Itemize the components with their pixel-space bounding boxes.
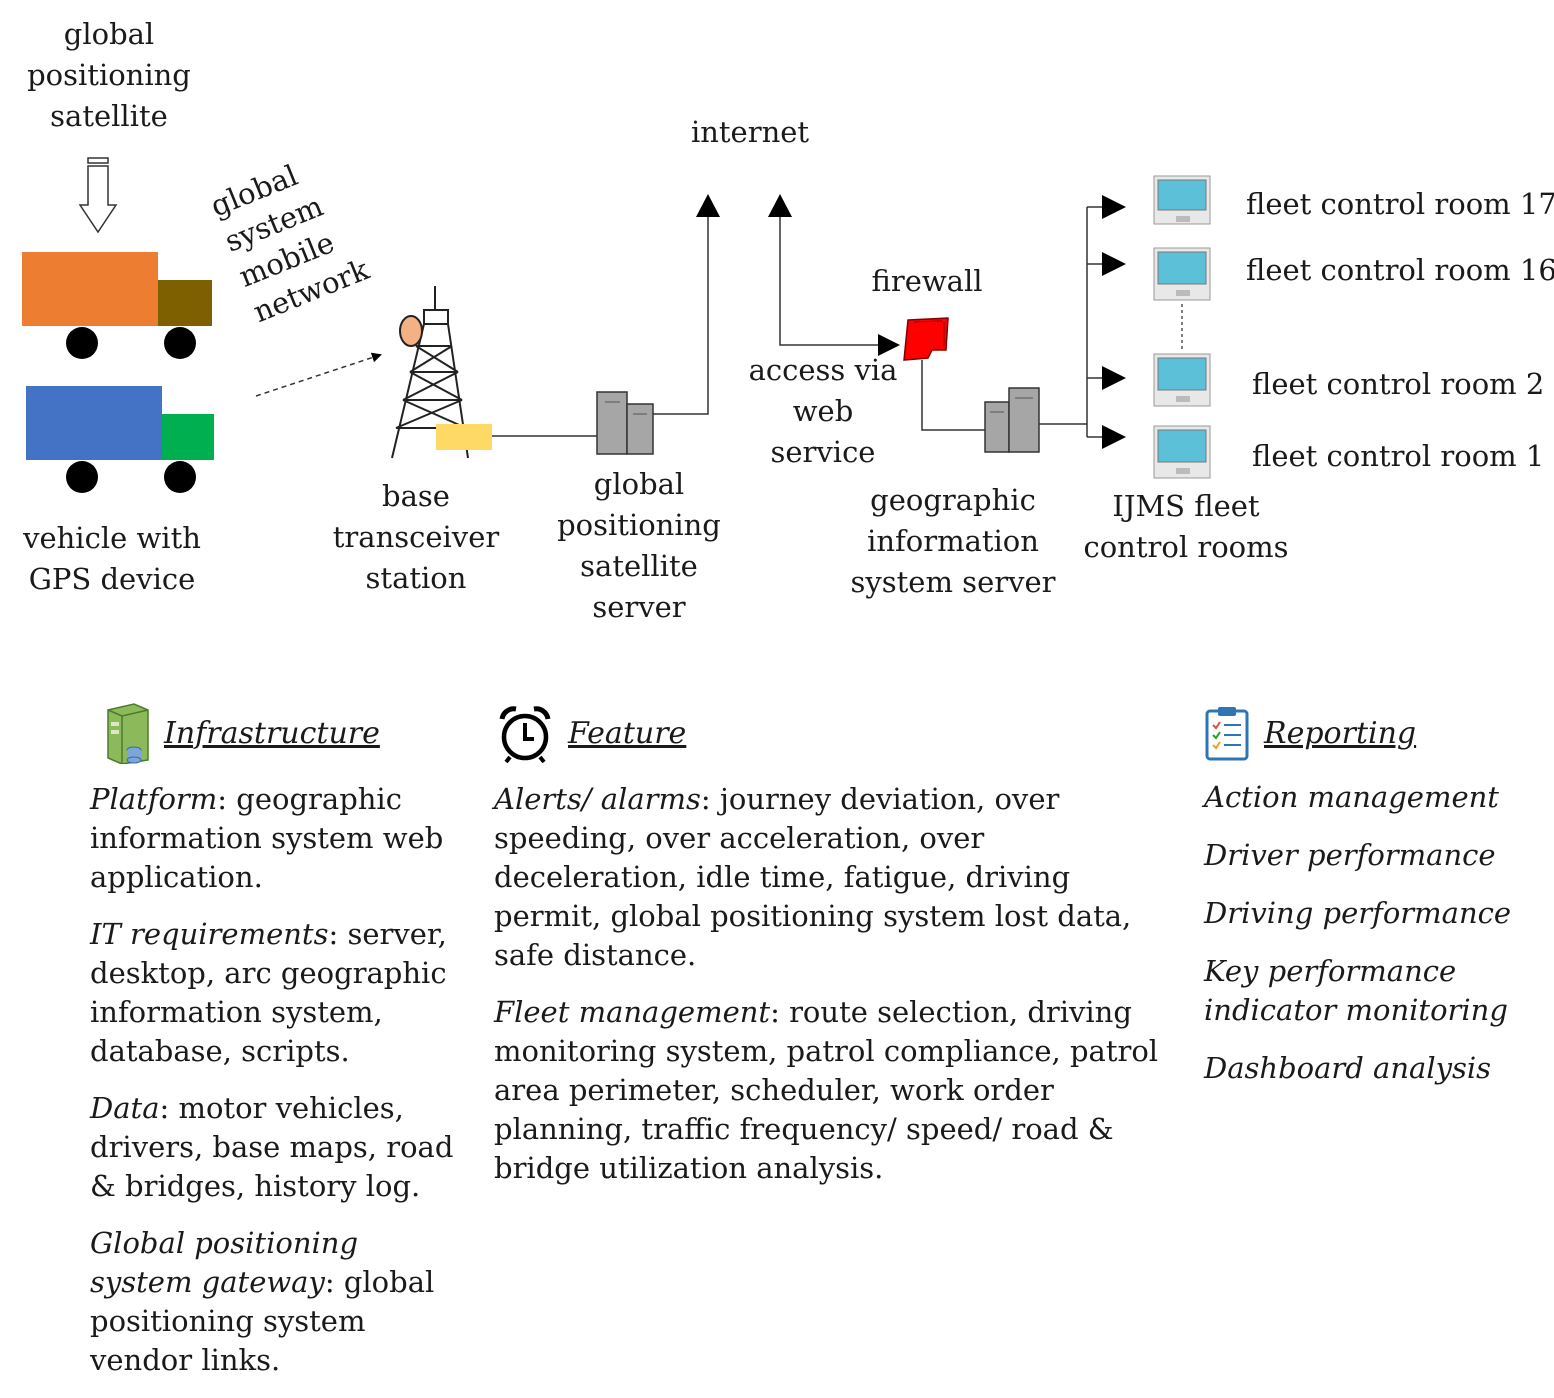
item-term: IT requirements (90, 917, 329, 951)
feature-title: Feature (568, 715, 687, 751)
list-item: Driver performance (1204, 838, 1496, 872)
infrastructure-items: Platform: geographic information system … (90, 780, 462, 1380)
feature-items: Alerts/ alarms: journey deviation, over … (494, 780, 1168, 1188)
infrastructure-column: Infrastructure Platform: geographic info… (90, 700, 462, 1398)
list-item: Data: motor vehicles, drivers, base maps… (90, 1089, 462, 1206)
monitor-icon-16 (1153, 247, 1211, 301)
list-item: Fleet management: route selection, drivi… (494, 993, 1168, 1188)
list-item: Platform: geographic information system … (90, 780, 462, 897)
item-text: : server, desktop, arc geographic inform… (90, 917, 447, 1068)
alarm-clock-icon (499, 706, 551, 763)
list-item: Driving performance (1204, 896, 1512, 930)
satellite-label: global positioning satellite (27, 17, 191, 133)
tower-icon (391, 286, 469, 459)
list-item: Key performance indicator monitoring (1204, 954, 1508, 1027)
gis-server-label: geographic information system server (850, 483, 1056, 599)
list-item: Dashboard analysis (1204, 1051, 1492, 1085)
monitor-icon-2 (1153, 353, 1211, 407)
bts-box (436, 424, 492, 450)
item-text: : journey deviation, over speeding, over… (494, 782, 1132, 972)
reporting-title: Reporting (1264, 715, 1417, 751)
satellite-arrow-icon (78, 157, 118, 234)
infrastructure-title: Infrastructure (164, 715, 380, 751)
item-text: : motor vehicles, drivers, base maps, ro… (90, 1091, 454, 1203)
item-term: Fleet management (494, 995, 771, 1029)
item-term: Platform (90, 782, 218, 816)
access-label: access via web service (748, 353, 898, 469)
list-item: IT requirements: server, desktop, arc ge… (90, 915, 462, 1071)
item-term: Alerts/ alarms (494, 782, 701, 816)
item-text: : global positioning system vendor links… (90, 1265, 435, 1377)
room17-label: fleet control room 17 (1246, 187, 1554, 221)
ijms-label: IJMS fleet control rooms (1083, 489, 1289, 564)
truck-icon-blue (26, 386, 214, 493)
truck-icon-orange (22, 252, 212, 359)
monitor-icon-17 (1153, 175, 1211, 225)
room2-label: fleet control room 2 (1252, 367, 1545, 401)
item-term: Data (90, 1091, 160, 1125)
network-diagram (22, 157, 1211, 493)
gps-server-label: global positioning satellite server (557, 467, 721, 624)
gps-server-icon (596, 391, 654, 455)
list-item: Alerts/ alarms: journey deviation, over … (494, 780, 1168, 975)
vehicle-label: vehicle with GPS device (23, 521, 201, 596)
list-item: Action management (1204, 780, 1499, 814)
clipboard-checklist-icon (1205, 707, 1249, 761)
room1-label: fleet control room 1 (1252, 439, 1545, 473)
item-text: : geographic information system web appl… (90, 782, 444, 894)
feature-column: Feature Alerts/ alarms: journey deviatio… (494, 700, 1168, 1206)
firewall-label: firewall (871, 264, 983, 298)
server-icon (107, 703, 149, 764)
room16-label: fleet control room 16 (1246, 253, 1554, 287)
item-term: Global positioning system gateway (90, 1226, 359, 1299)
item-text: : route selection, driving monitoring sy… (494, 995, 1159, 1185)
gsm-signal-arrow (255, 352, 382, 397)
bts-label: base transceiver station (332, 479, 500, 595)
internet-label: internet (690, 115, 810, 149)
monitor-icon-1 (1153, 425, 1211, 479)
gis-server-icon (984, 387, 1040, 453)
list-item: Global positioning system gateway: globa… (90, 1224, 462, 1380)
firewall-icon (903, 317, 949, 361)
